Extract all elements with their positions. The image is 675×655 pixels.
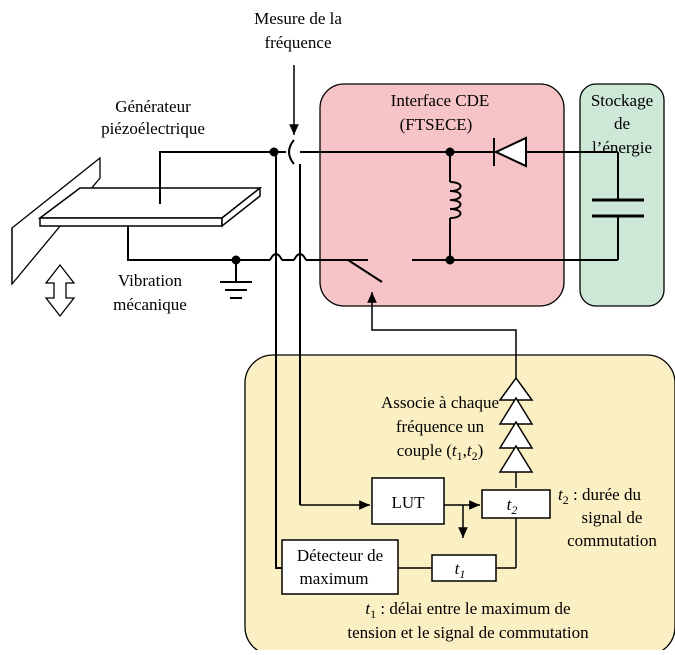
assoc-label-line3: couple (t1,t2) [397,441,484,463]
vibration-label-line1: Vibration [118,271,183,290]
detector-block [281,539,399,595]
t1-description-line2: tension et le signal de commutation [347,623,589,642]
t2-label: t2 [507,495,518,517]
interface-title-line1: Interface CDE [391,91,490,110]
storage-label-line1: Stockage [591,91,653,110]
t2-description-line1: t2 : durée du [558,485,641,507]
t2-description-line2: signal de [582,508,643,527]
interface-box [319,83,565,307]
generator-label-line1: Générateur [115,97,191,116]
assoc-label-line1: Associe à chaque [381,393,499,412]
junction-dot [231,255,241,265]
t2-block [481,489,551,519]
t1-block [431,554,497,582]
freq-measure-label-line2: fréquence [264,33,331,52]
wiring [127,65,644,569]
junction-dot [445,147,455,157]
junction-dot [269,147,279,157]
t1-description-line1: t1 : délai entre le maximum de [365,599,570,621]
storage-label-line3: l’énergie [592,138,652,157]
t1-label: t1 [455,559,466,581]
detector-label-line1: Détecteur de [297,546,383,565]
amplifier-icon [498,376,534,473]
t2-description-line3: commutation [567,531,657,550]
freq-measure-label-line1: Mesure de la [254,9,342,28]
vibration-arrow-icon [44,263,76,318]
generator-label-line2: piézoélectrique [101,119,205,138]
detector-label-line2: maximum [300,569,369,588]
piezo-generator [11,156,263,286]
vibration-label-line2: mécanique [113,295,187,314]
interface-title-line2: (FTSECE) [400,115,473,134]
storage-label-line2: de [614,114,630,133]
lut-block [371,477,445,525]
junction-dot [445,255,455,265]
storage-box [579,83,665,307]
assoc-label-line2: fréquence un [396,417,485,436]
lut-label: LUT [391,493,425,512]
